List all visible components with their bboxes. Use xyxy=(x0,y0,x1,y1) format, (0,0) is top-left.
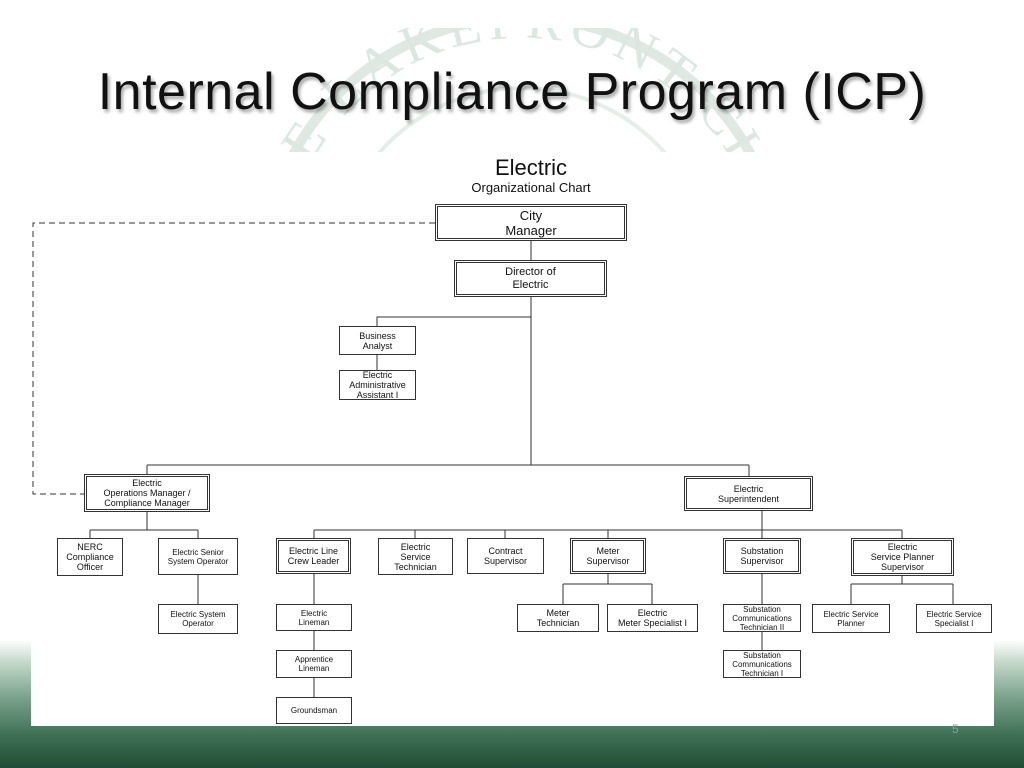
node-senior-system-operator: Electric Senior System Operator xyxy=(158,538,238,575)
node-admin-assistant: Electric Administrative Assistant I xyxy=(339,370,416,400)
chart-heading: Electric Organizational Chart xyxy=(31,156,1024,196)
node-operations-manager: Electric Operations Manager / Compliance… xyxy=(84,474,210,512)
node-apprentice-lineman: Apprentice Lineman xyxy=(276,650,352,678)
node-groundsman: Groundsman xyxy=(276,697,352,724)
connector xyxy=(376,316,531,326)
node-service-specialist: Electric Service Specialist I xyxy=(916,604,992,633)
node-superintendent: Electric Superintendent xyxy=(684,476,813,511)
node-service-planner-supervisor: Electric Service Planner Supervisor xyxy=(851,538,954,576)
node-service-planner: Electric Service Planner xyxy=(812,604,890,633)
node-substation-tech-1: Substation Communications Technician I xyxy=(723,650,801,678)
node-substation-tech-2: Substation Communications Technician II xyxy=(723,604,801,632)
page-number: 5 xyxy=(952,722,959,736)
node-contract-supervisor: Contract Supervisor xyxy=(467,538,544,574)
node-meter-specialist: Electric Meter Specialist I xyxy=(607,604,698,632)
node-system-operator: Electric System Operator xyxy=(158,604,238,634)
node-line-crew-leader: Electric Line Crew Leader xyxy=(276,538,351,574)
org-chart-panel: Electric Organizational Chart City Manag… xyxy=(31,152,994,726)
node-meter-supervisor: Meter Supervisor xyxy=(570,538,646,574)
node-service-technician: Electric Service Technician xyxy=(378,538,453,575)
node-city-manager: City Manager xyxy=(435,204,627,241)
slide-title: Internal Compliance Program (ICP) xyxy=(97,63,927,121)
org-chart-connectors xyxy=(32,222,954,697)
chart-title: Electric xyxy=(494,155,568,180)
node-meter-technician: Meter Technician xyxy=(517,604,599,632)
node-substation-supervisor: Substation Supervisor xyxy=(723,538,801,574)
node-nerc-compliance-officer: NERC Compliance Officer xyxy=(57,538,123,576)
node-director-of-electric: Director of Electric xyxy=(454,260,607,297)
dashed-reporting-line xyxy=(32,222,435,495)
node-lineman: Electric Lineman xyxy=(276,604,352,631)
chart-subtitle: Organizational Chart xyxy=(471,180,591,195)
node-business-analyst: Business Analyst xyxy=(339,326,416,355)
